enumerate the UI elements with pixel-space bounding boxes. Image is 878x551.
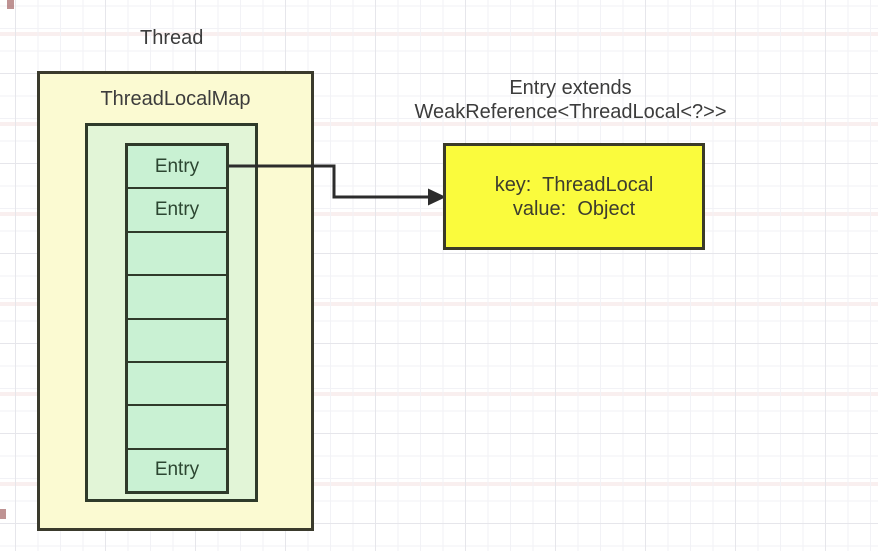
annotation-line1: Entry extends <box>509 77 632 99</box>
entry-cell: Entry <box>128 449 226 491</box>
entry-value-line: value: Object <box>512 197 636 220</box>
thread-label: Thread <box>140 27 204 49</box>
entry-cell-empty <box>128 232 226 277</box>
annotation-line2: WeakReference<ThreadLocal<?>> <box>414 101 727 123</box>
threadlocalmap-title: ThreadLocalMap <box>100 88 251 110</box>
entry-cell: Entry <box>128 146 226 190</box>
entry-cell-empty <box>128 319 226 363</box>
entry-cell: Entry <box>128 189 226 233</box>
entry-detail-box: key: ThreadLocal value: Object <box>443 143 705 250</box>
entry-cell-empty <box>128 276 226 320</box>
edge-artifact-speck <box>7 0 14 9</box>
entry-cell-empty <box>128 406 226 450</box>
entry-annotation: Entry extends WeakReference<ThreadLocal<… <box>398 76 743 124</box>
entry-cell-empty <box>128 362 226 407</box>
edge-artifact-speck <box>0 509 6 519</box>
entry-key-line: key: ThreadLocal <box>494 173 654 196</box>
